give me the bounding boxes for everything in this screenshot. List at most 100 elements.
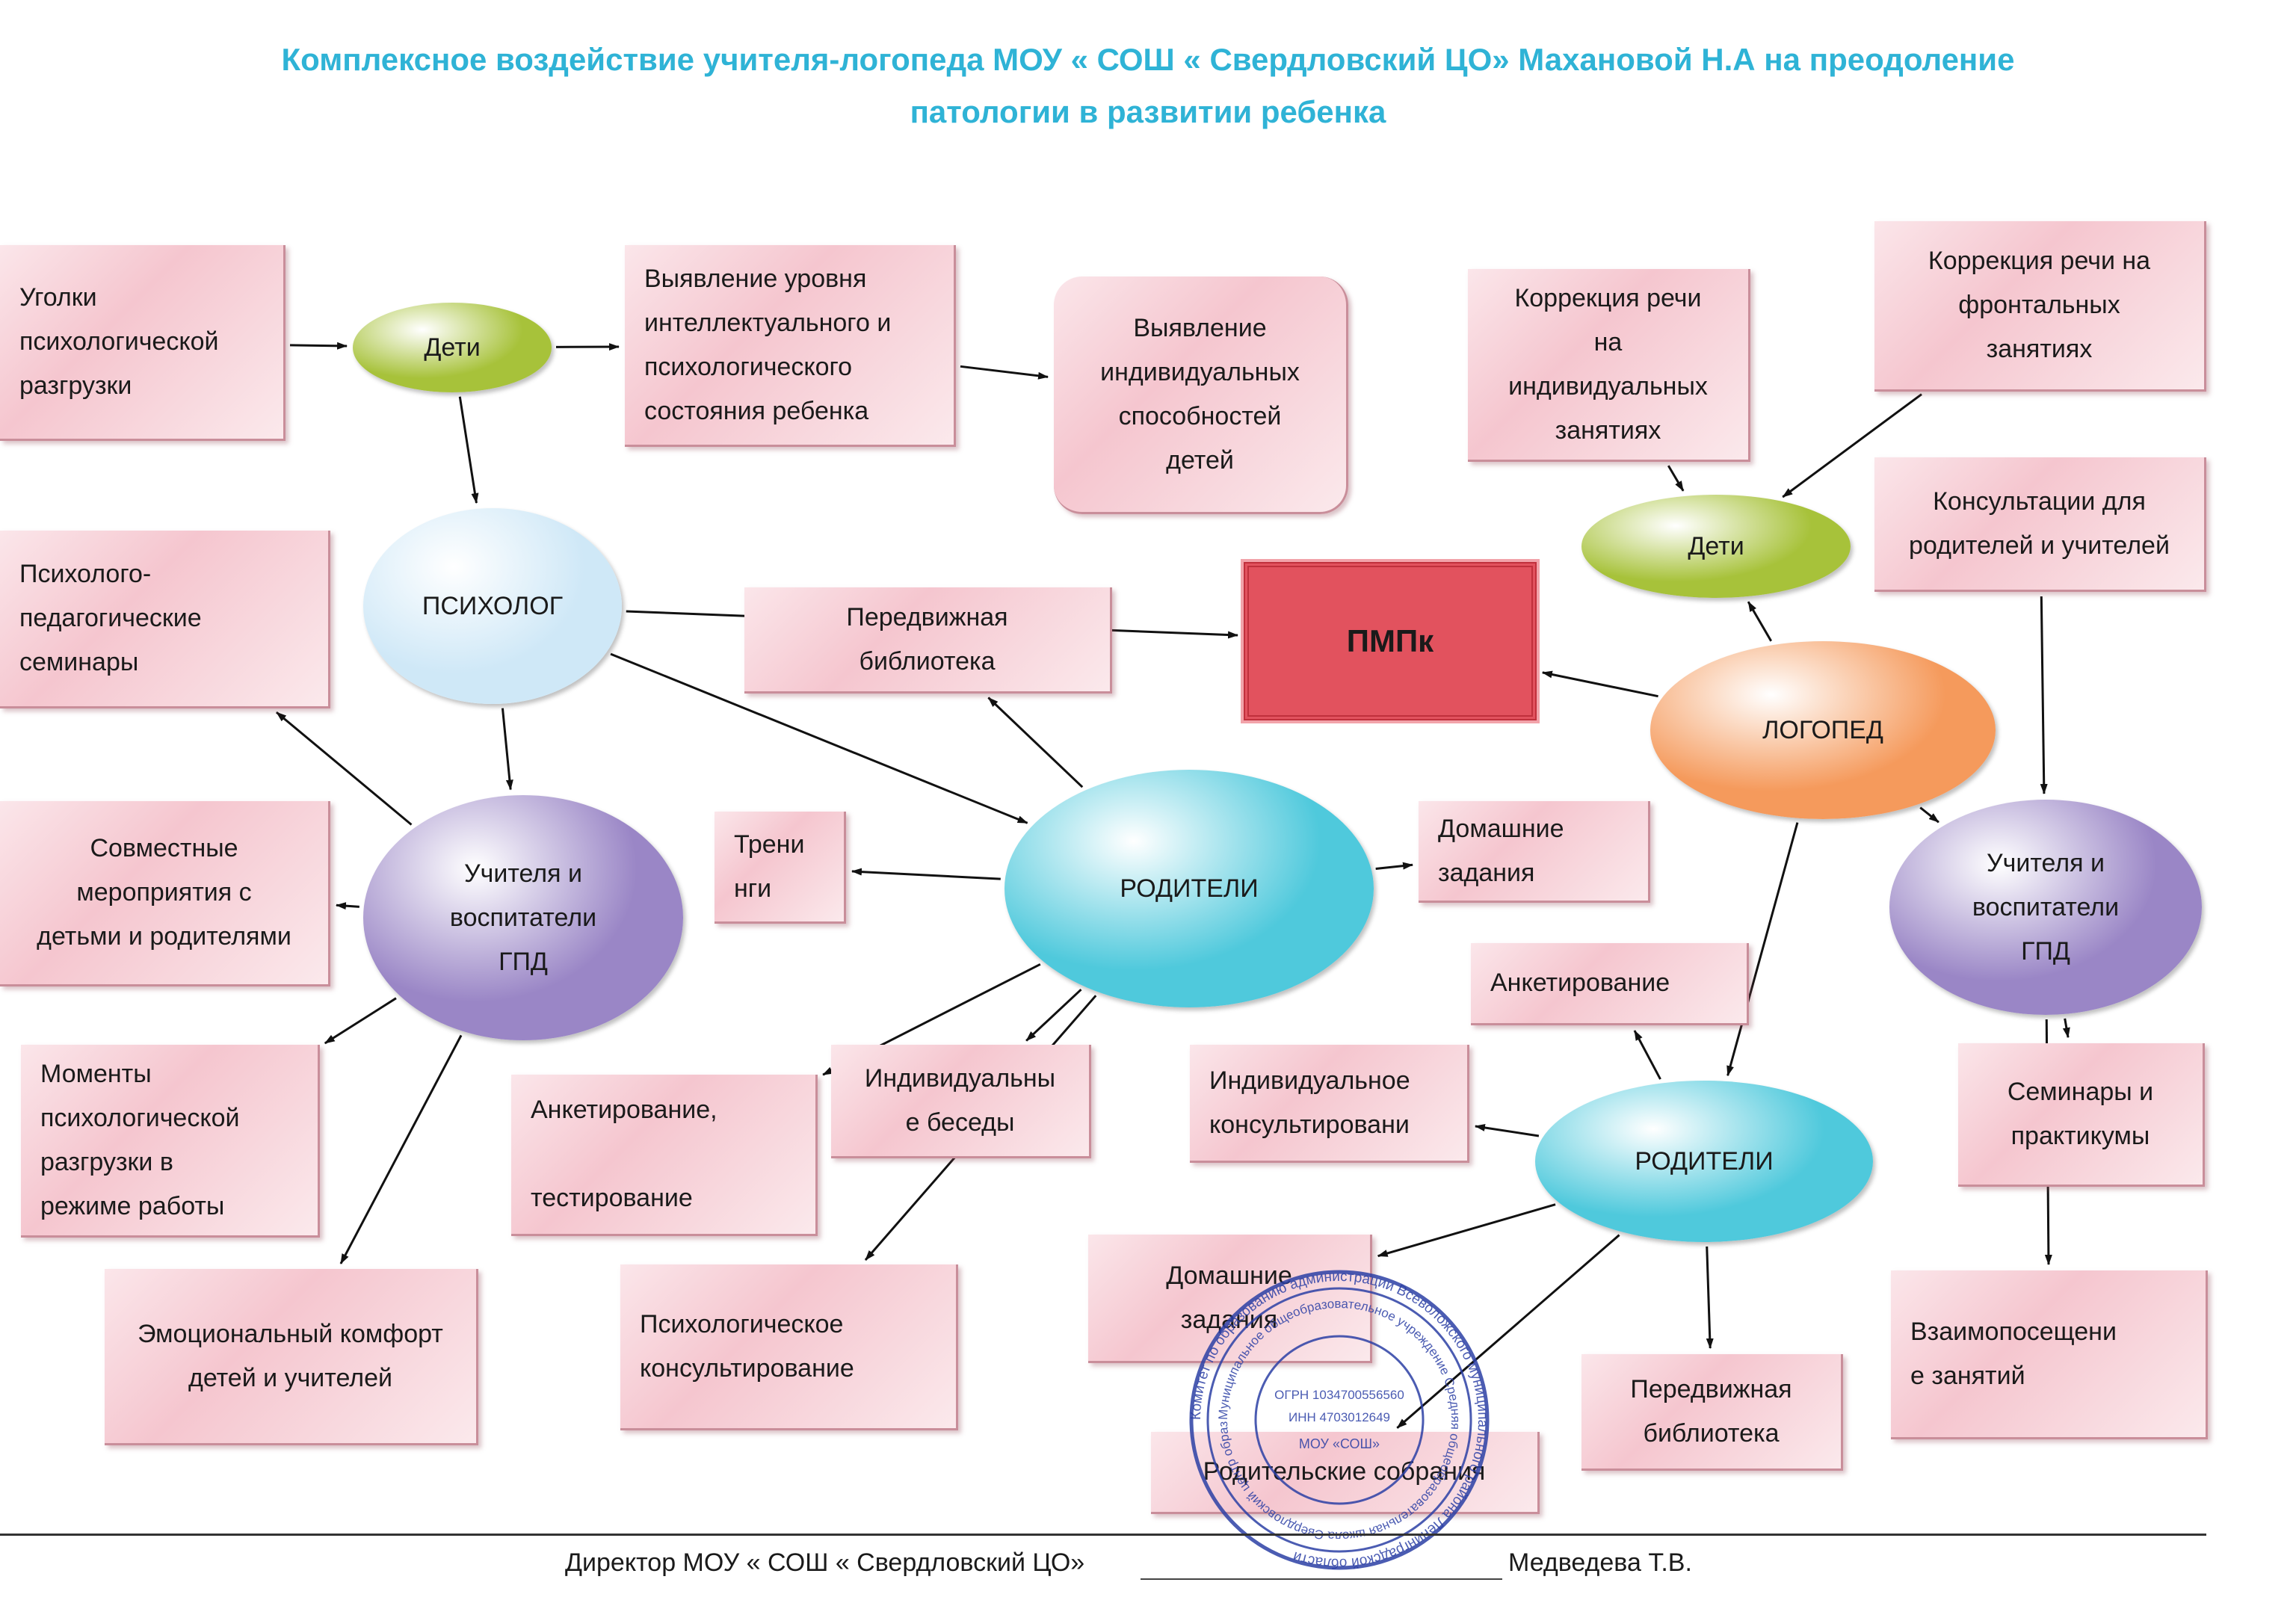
arrow-roditeli_right-to-peredv_bibl_2 bbox=[1706, 1246, 1714, 1350]
node-text-line: ПСИХОЛОГ bbox=[422, 591, 564, 620]
arrow-logoped-to-roditeli_right bbox=[1726, 822, 1799, 1077]
arrow-korr_ind-to-deti_right bbox=[1667, 465, 1685, 492]
node-text-line: РОДИТЕЛИ bbox=[1635, 1146, 1774, 1176]
arrow-roditeli_center-to-ind_besedy bbox=[1025, 988, 1082, 1042]
node-text-line: Индивидуальны bbox=[864, 1063, 1056, 1093]
node-anketirovanie-testirovanie: Анкетирование, тестирование bbox=[511, 1075, 818, 1236]
node-text-line: детей и учителей bbox=[188, 1363, 392, 1392]
arrow-roditeli_center-to-peredv_bibl_1 bbox=[987, 697, 1084, 788]
node-text-line: е беседы bbox=[905, 1108, 1015, 1137]
arrow-uchitelya_right-to-seminary bbox=[2062, 1018, 2070, 1039]
arrow-roditeli_center-to-treningi bbox=[851, 868, 1001, 880]
arrow-konsult_rod-to-uchitelya_right bbox=[2040, 596, 2048, 795]
stamp-ogrn: ОГРН 1034700556560 bbox=[1274, 1388, 1404, 1402]
node-text-line: нги bbox=[734, 874, 772, 903]
node-text-line: способностей bbox=[1118, 401, 1282, 430]
arrow-psiholog-to-roditeli_center bbox=[610, 652, 1028, 824]
arrow-uchitelya_left-to-psi_ped_sem bbox=[276, 711, 413, 826]
footer-signer-name: Медведева Т.В. bbox=[1508, 1548, 1692, 1577]
node-text-line: фронтальных bbox=[1958, 291, 2120, 319]
node-text-line: Психологическое bbox=[640, 1309, 844, 1338]
node-text-line: Выявление bbox=[1133, 313, 1267, 342]
node-text-line: консультирование bbox=[640, 1353, 854, 1383]
node-text-line: Домашние bbox=[1438, 814, 1564, 843]
node-text-line: Дети bbox=[1688, 531, 1744, 560]
node-text-line: РОДИТЕЛИ bbox=[1120, 874, 1259, 903]
node-deti-right: Дети bbox=[1581, 495, 1851, 598]
node-text-line: Домашние bbox=[1166, 1261, 1292, 1290]
node-text-line bbox=[531, 1132, 796, 1176]
arrow-logoped-to-uchitelya_right bbox=[1919, 806, 1939, 824]
stamp-inn: ИНН 4703012649 bbox=[1289, 1410, 1390, 1424]
node-text-line: воспитатели bbox=[1972, 892, 2120, 921]
node-text-line: задания bbox=[1438, 858, 1535, 887]
node-psihologicheskoe-konsultirovanie: Психологическое консультирование bbox=[620, 1264, 958, 1430]
node-text-line: Передвижная bbox=[1630, 1374, 1792, 1403]
diagram-title-line-1: Комплексное воздействие учителя-логопеда… bbox=[281, 42, 2015, 77]
node-text-line: практикумы bbox=[2010, 1121, 2150, 1150]
node-text-line: ПМПк bbox=[1346, 623, 1434, 658]
arrow-roditeli_right-to-ind_konsult bbox=[1474, 1123, 1540, 1137]
node-text-line: Учителя и bbox=[1987, 848, 2105, 877]
node-text-line: Выявление уровня bbox=[644, 264, 867, 293]
node-text-line: педагогические bbox=[19, 604, 202, 632]
node-psiholog: ПСИХОЛОГ bbox=[363, 508, 622, 704]
node-text-line: Трени bbox=[734, 830, 805, 859]
node-pmpk: ПМПк bbox=[1241, 559, 1540, 723]
node-text-line: консультировани bbox=[1209, 1110, 1410, 1139]
node-text-line: Совместные bbox=[90, 834, 238, 862]
arrow-uchitelya_left-to-sovmestnye bbox=[335, 902, 359, 910]
node-individualnoe-konsultirovanie: Индивидуальное консультировани bbox=[1190, 1045, 1469, 1163]
node-text-line: родителей и учителей bbox=[1909, 531, 2170, 560]
node-text-line: ГПД bbox=[499, 947, 548, 976]
node-text-line: Индивидуальное bbox=[1209, 1066, 1410, 1095]
node-text-line: разгрузки в bbox=[40, 1147, 173, 1176]
arrow-roditeli_center-to-domashnie_1 bbox=[1375, 862, 1414, 871]
node-text-line: психологической bbox=[19, 327, 219, 356]
arrow-roditeli_right-to-rod_sobraniya bbox=[1396, 1234, 1620, 1429]
node-treningi: Трени нги bbox=[715, 812, 846, 924]
node-text-line: семинары bbox=[19, 648, 139, 676]
arrow-ugolki-to-deti_left bbox=[289, 342, 348, 350]
node-text-line: Психолого- bbox=[19, 560, 152, 588]
arrow-logoped-to-deti_right bbox=[1747, 601, 1773, 642]
node-text-line: психологического bbox=[644, 352, 853, 381]
node-text-line: Коррекция речи на bbox=[1928, 247, 2151, 275]
node-psiholog-ped-seminary: Психолого-педагогические семинары bbox=[0, 531, 330, 708]
signature-line bbox=[1141, 1578, 1502, 1580]
arrow-deti_left-to-psiholog bbox=[458, 396, 479, 504]
footer-director-title: Директор МОУ « СОШ « Свердловский ЦО» bbox=[565, 1548, 1085, 1577]
node-text-line: Родительские собрания bbox=[1203, 1457, 1486, 1486]
node-text-line: занятиях bbox=[1555, 416, 1661, 445]
node-text-line: режиме работы bbox=[40, 1191, 225, 1220]
node-text-line: Анкетирование, bbox=[531, 1096, 718, 1124]
node-peredvizhnaya-biblioteka-2: Передвижная библиотека bbox=[1581, 1354, 1843, 1471]
arrow-uchitelya_left-to-momenty bbox=[324, 997, 397, 1045]
node-text-line: психологической bbox=[40, 1103, 240, 1132]
node-text-line: на bbox=[1593, 327, 1623, 356]
stamp-center: МОУ «СОШ» bbox=[1299, 1436, 1380, 1451]
diagram-arrows bbox=[276, 342, 2070, 1429]
node-text-line: мероприятия с bbox=[76, 878, 252, 907]
node-roditeli-right: РОДИТЕЛИ bbox=[1535, 1081, 1873, 1242]
node-text-line: Коррекция речи bbox=[1514, 283, 1702, 312]
node-text-line: состояния ребенка bbox=[644, 396, 869, 425]
node-text-line: е занятий bbox=[1910, 1361, 2025, 1390]
node-domashnie-zadaniya-1: Домашние задания bbox=[1419, 801, 1650, 903]
node-text-line: занятиях bbox=[1986, 335, 2093, 363]
diagram-title-line-2: патологии в развитии ребенка bbox=[910, 94, 1386, 129]
arrow-roditeli_right-to-anketirovanie_2 bbox=[1633, 1030, 1661, 1080]
node-text-line: Дети bbox=[424, 333, 481, 362]
node-text-line: библиотека bbox=[1643, 1418, 1780, 1448]
node-logoped: ЛОГОПЕД bbox=[1650, 641, 1996, 819]
